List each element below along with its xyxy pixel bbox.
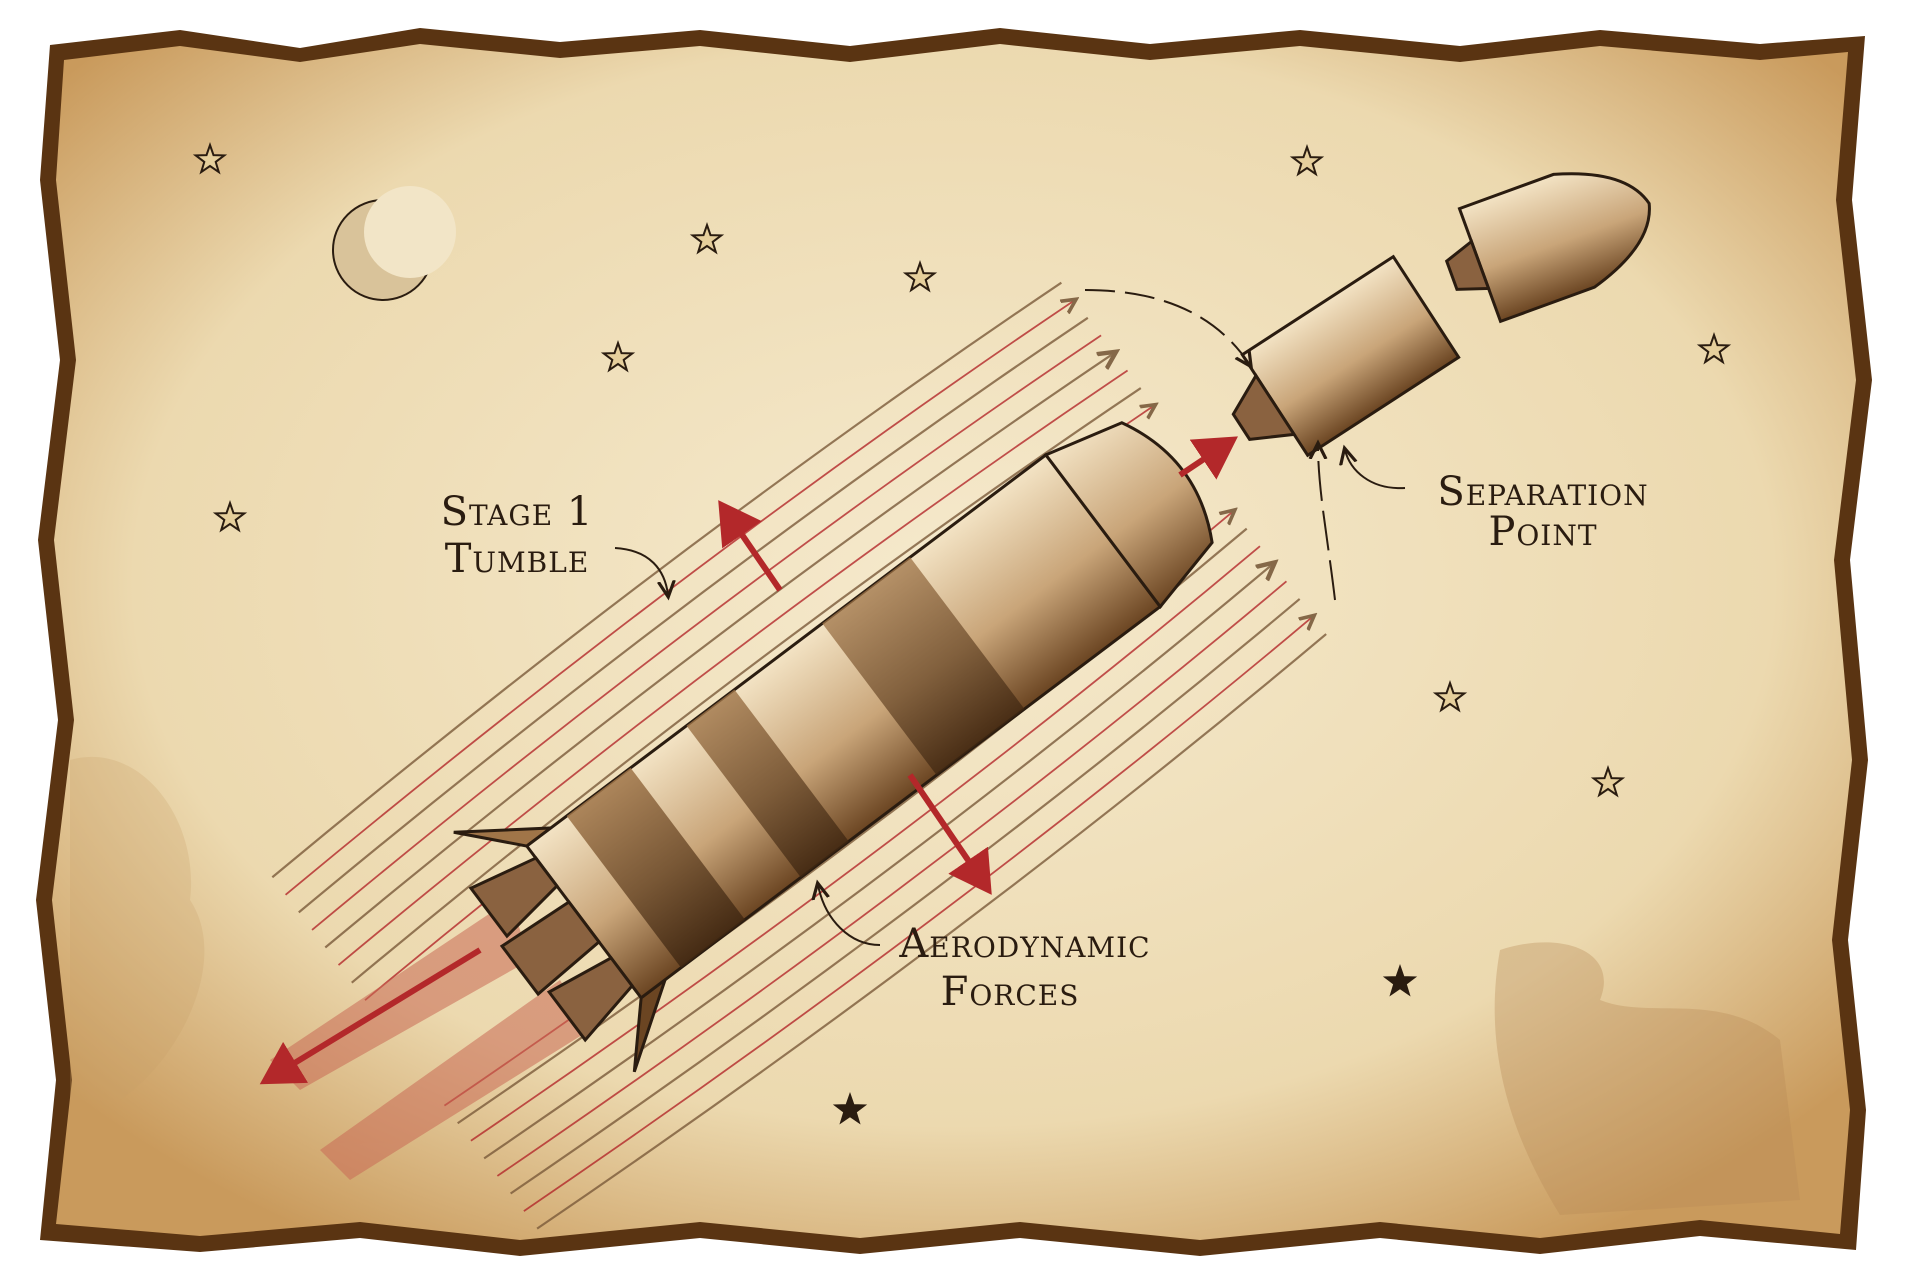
airflow-line xyxy=(298,316,1089,914)
airflow-line xyxy=(324,353,1114,949)
pointer-separation xyxy=(1345,450,1406,490)
red-arrow-force-down xyxy=(907,773,992,895)
pointer-separation-3 xyxy=(1084,289,1250,365)
star-icon xyxy=(1289,143,1325,177)
red-arrow-thrust-back xyxy=(259,947,482,1085)
airflow-line xyxy=(483,564,1273,1160)
star-icon xyxy=(1382,963,1418,997)
exhaust-plume xyxy=(270,900,590,1180)
airflow-line xyxy=(351,387,1142,984)
red-arrow-force-forward xyxy=(1178,436,1238,480)
star-icon xyxy=(1432,679,1468,713)
red-arrow-force-up xyxy=(718,500,783,592)
stage-1-rocket xyxy=(453,421,1214,1073)
pointer-stage1 xyxy=(614,547,668,595)
star-icon xyxy=(212,499,248,533)
label-aero-line2: Forces xyxy=(941,969,1080,1015)
airflow-line xyxy=(536,633,1327,1230)
star-icon xyxy=(689,221,725,255)
star-icon xyxy=(1590,764,1626,798)
pointer-aero xyxy=(818,885,881,946)
airflow-line xyxy=(523,616,1313,1212)
label-separation-line1: Separation xyxy=(1437,469,1648,515)
airflow-line xyxy=(337,369,1129,966)
capsule xyxy=(1444,172,1651,324)
star-icon xyxy=(902,259,938,293)
airflow-line xyxy=(271,281,1062,879)
coffee-stain xyxy=(1494,942,1800,1215)
moon-icon xyxy=(332,186,456,301)
star-icon xyxy=(832,1091,868,1125)
airflow-line xyxy=(510,598,1301,1195)
airflow-line xyxy=(470,545,1261,1142)
pointer-separation-2 xyxy=(1318,445,1336,601)
star-icon xyxy=(192,141,228,175)
star-icon xyxy=(600,339,636,373)
stars xyxy=(192,141,1732,1125)
label-stage1-line2: Tumble xyxy=(445,536,590,582)
star-icon xyxy=(1696,331,1732,365)
airflow-line xyxy=(496,580,1288,1177)
label-stage1-line1: Stage 1 xyxy=(441,489,594,535)
upper-stage xyxy=(1231,254,1461,458)
label-separation-line2: Point xyxy=(1488,509,1597,555)
airflow-line xyxy=(311,334,1102,931)
water-stain xyxy=(70,756,205,1100)
label-aero-line1: Aerodynamic xyxy=(898,921,1150,967)
airflow-line xyxy=(284,300,1075,896)
